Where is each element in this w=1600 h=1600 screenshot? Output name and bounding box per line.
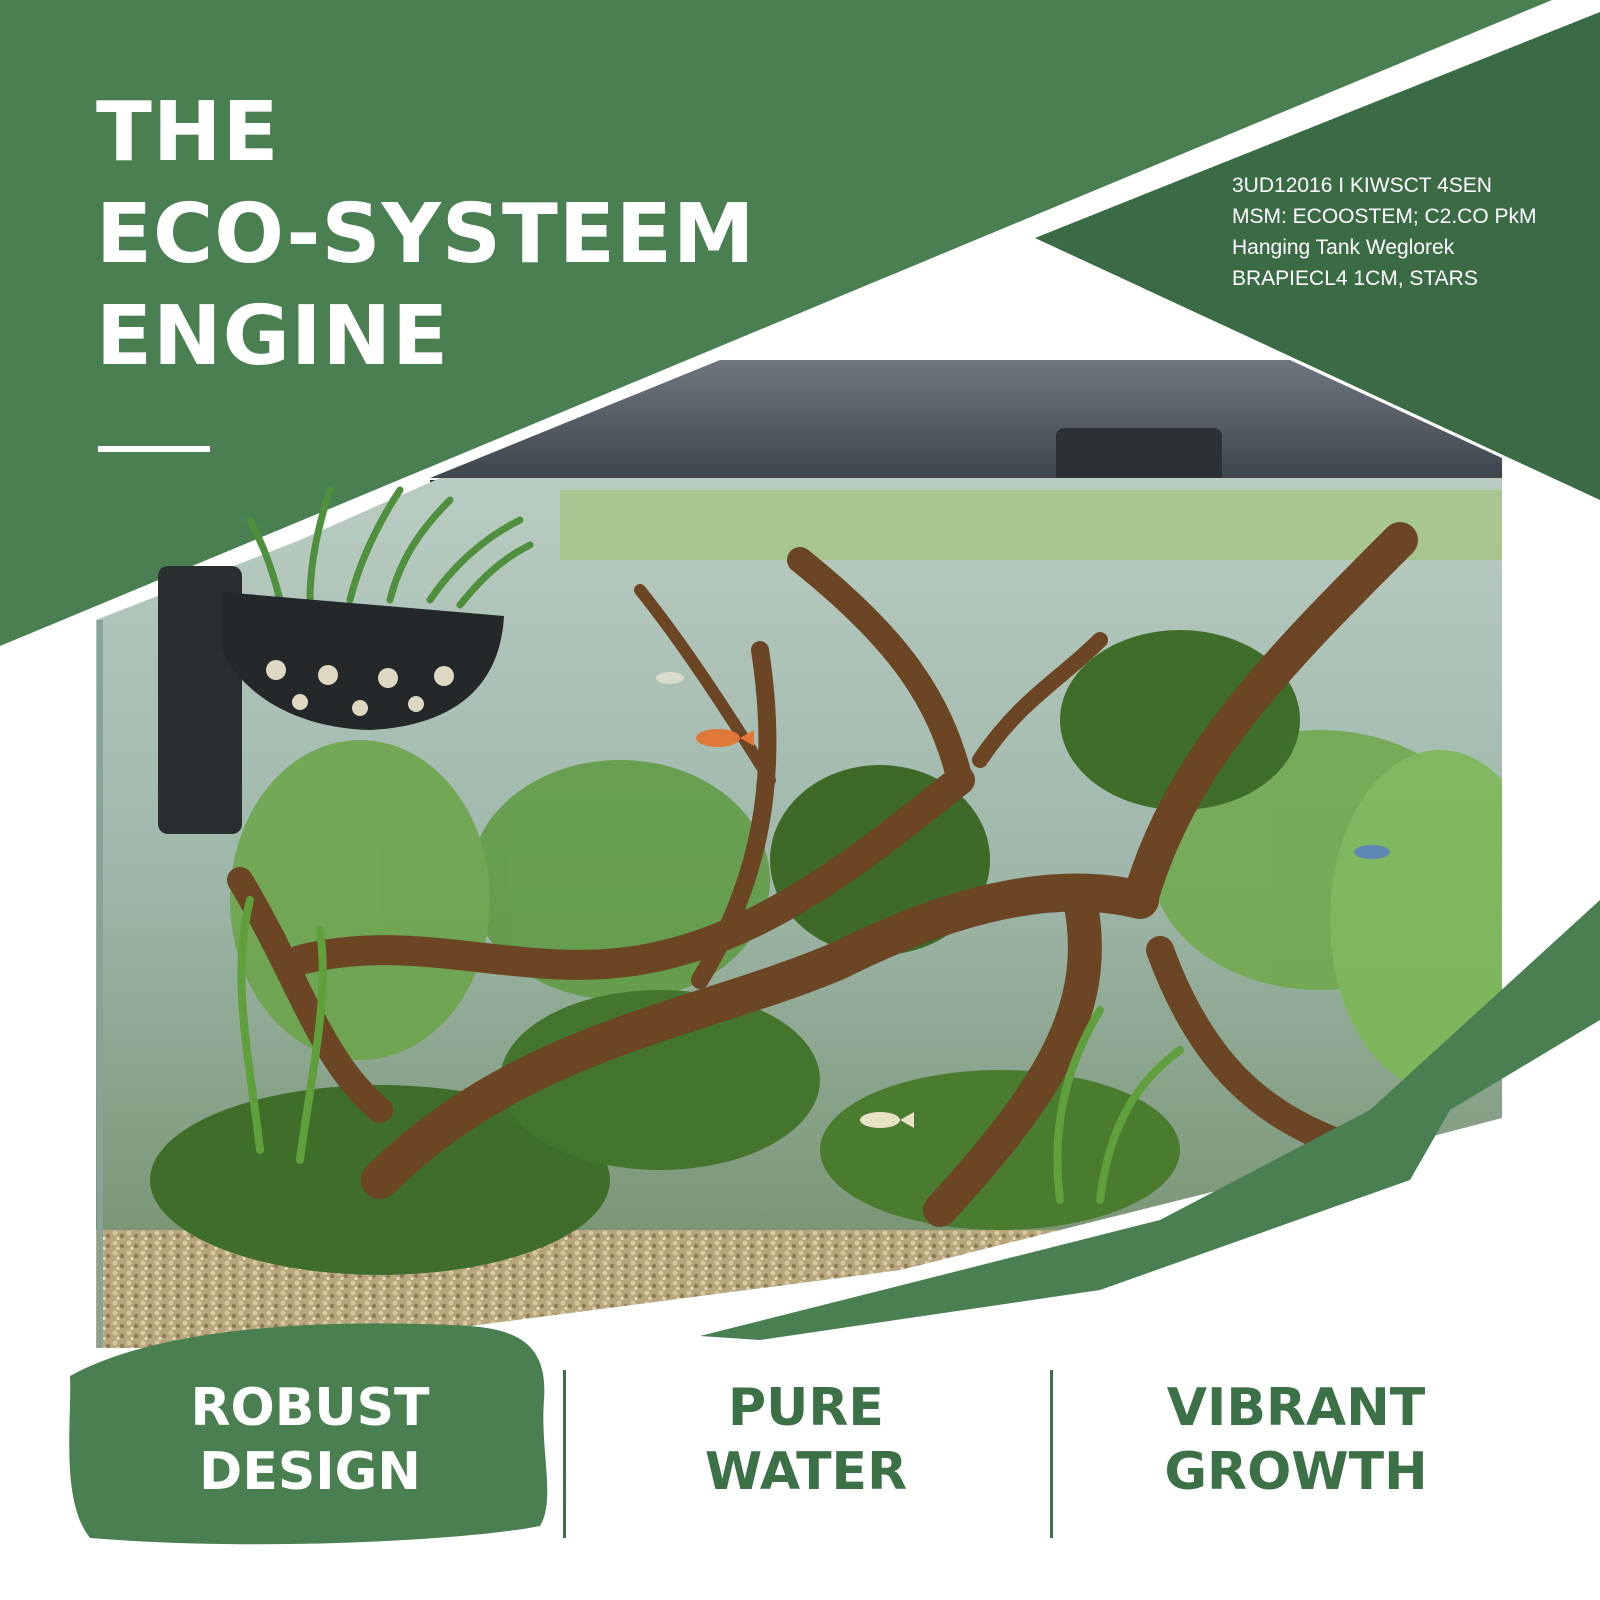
title-line-1: THE	[96, 85, 280, 180]
robust-design-brush-stroke	[69, 1323, 548, 1545]
feature-pure-water: PURE WATER	[656, 1376, 956, 1504]
spec-line-1: 3UD12016 I KIWSCT 4SEN	[1232, 174, 1492, 197]
driftwood-icon	[227, 522, 1418, 1227]
hanging-planter-basket-icon	[158, 486, 534, 834]
surface-plants	[560, 490, 1502, 560]
foreground-plants	[237, 896, 1184, 1204]
feature-label-line1: PURE	[728, 1378, 884, 1438]
feature-label-line1: ROBUST	[190, 1378, 430, 1438]
spec-line-4: BRAPIECL4 1CM, STARS	[1232, 267, 1478, 290]
spec-green-triangle	[1035, 12, 1600, 500]
feature-label-line2: WATER	[704, 1442, 908, 1502]
spec-line-3: Hanging Tank Weglorek	[1232, 236, 1455, 259]
feature-divider-2	[1050, 1370, 1053, 1538]
bottom-right-brush-stroke	[700, 900, 1600, 1340]
title-underline	[98, 446, 210, 452]
feature-label-line2: GROWTH	[1164, 1442, 1428, 1502]
feature-label-line1: VIBRANT	[1166, 1378, 1426, 1438]
feature-robust-design: ROBUST DESIGN	[160, 1376, 460, 1504]
fish-icon	[656, 672, 1390, 1128]
title-line-2: ECO-SYSTEEM	[96, 187, 756, 282]
feature-divider-1	[563, 1370, 566, 1538]
tank-lid	[430, 360, 1502, 478]
spec-block: 3UD12016 I KIWSCT 4SEN MSM: ECOOSTEM; C2…	[1232, 170, 1572, 294]
filter-intake-icon	[1056, 428, 1222, 490]
feature-vibrant-growth: VIBRANT GROWTH	[1146, 1376, 1446, 1504]
main-green-triangle	[0, 0, 1552, 646]
title-line-3: ENGINE	[96, 289, 450, 384]
page-title: THE ECO-SYSTEEM ENGINE	[96, 82, 756, 388]
spec-line-2: MSM: ECOOSTEM; C2.CO PkM	[1232, 205, 1537, 228]
feature-label-line2: DESIGN	[199, 1442, 421, 1502]
